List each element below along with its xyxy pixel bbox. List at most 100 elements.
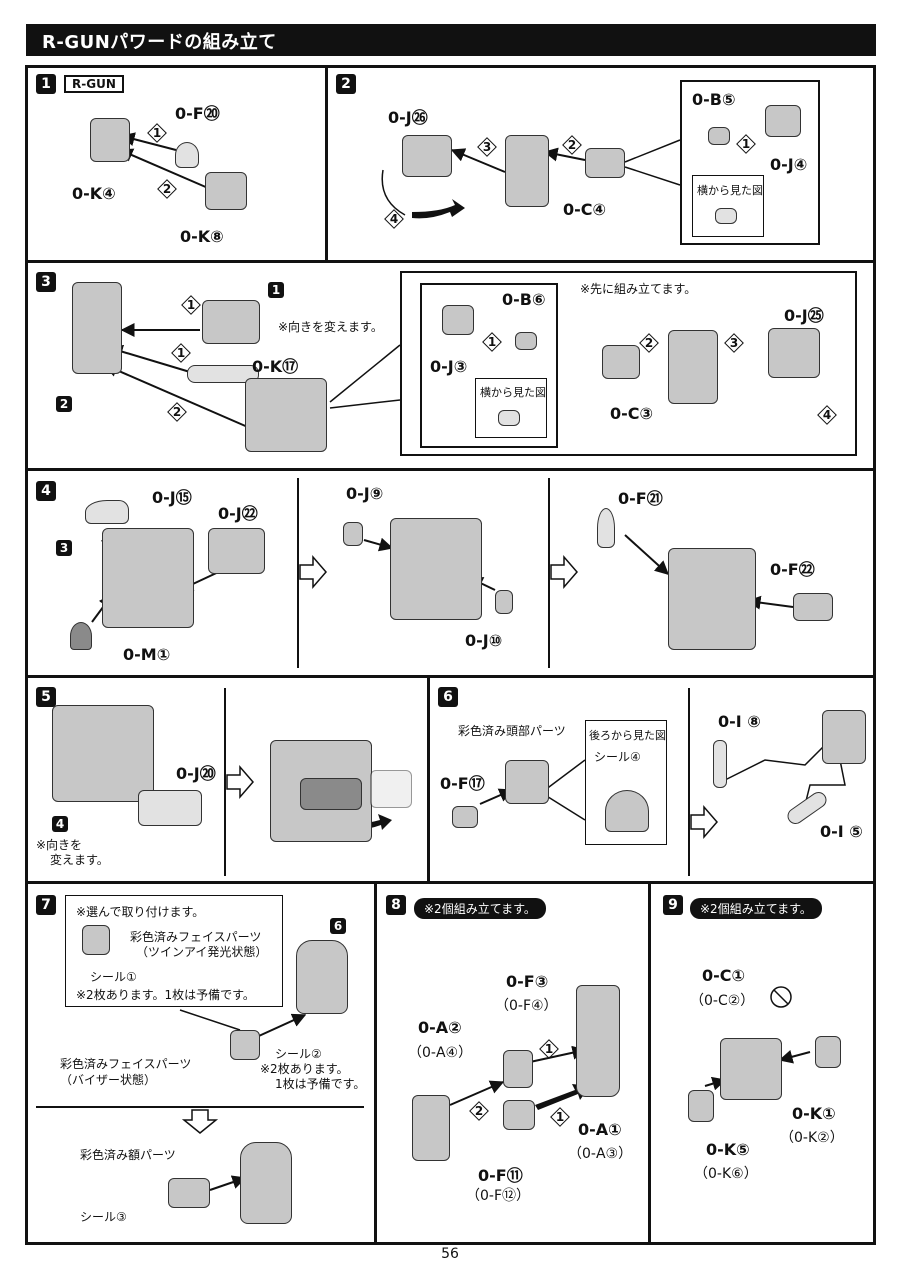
substep-divider xyxy=(224,688,226,876)
part-label: （0-F④） xyxy=(495,998,558,1014)
order-mark: 1 xyxy=(483,333,501,351)
part-shape xyxy=(343,522,363,546)
part-label: 0-J㉕ xyxy=(784,306,824,325)
face-part-label: 彩色済みフェイスパーツ xyxy=(130,930,262,944)
part-shape xyxy=(138,790,202,826)
part-shape xyxy=(300,778,362,810)
order-mark: 1 xyxy=(540,1040,558,1058)
part-shape xyxy=(688,1090,714,1122)
col-divider-row1 xyxy=(325,65,328,261)
instruction-frame xyxy=(25,65,876,1245)
part-label: 0-K⑧ xyxy=(180,227,224,246)
part-label: （0-A④） xyxy=(408,1045,473,1061)
part-label: （0-K⑥） xyxy=(694,1166,758,1182)
part-shape xyxy=(230,1030,260,1060)
part-label: 0-F⑳ xyxy=(175,104,220,123)
part-shape xyxy=(503,1100,535,1130)
step-number: 5 xyxy=(36,687,56,707)
step-ref: 2 xyxy=(56,396,72,412)
step-ref: 6 xyxy=(330,918,346,934)
part-shape xyxy=(90,118,130,162)
part-shape xyxy=(390,518,482,620)
part-label: 0-J㉒ xyxy=(218,504,258,523)
order-mark: 2 xyxy=(470,1102,488,1120)
row-divider-3 xyxy=(25,675,876,678)
side-view-box xyxy=(692,175,764,237)
substep-divider xyxy=(548,478,550,668)
part-label: （0-K②） xyxy=(780,1130,844,1146)
step-number: 7 xyxy=(36,895,56,915)
side-view-box xyxy=(475,378,547,438)
note-pill: ※2個組み立てます。 xyxy=(414,898,546,919)
col-divider-row5b xyxy=(648,881,651,1243)
step-ref: 3 xyxy=(56,540,72,556)
part-shape xyxy=(202,300,260,344)
part-shape xyxy=(208,528,265,574)
part-shape xyxy=(793,593,833,621)
part-label: 0-K⑤ xyxy=(706,1140,750,1159)
part-label: 0-C④ xyxy=(563,200,607,219)
part-shape xyxy=(713,740,727,788)
part-label: 0-I ⑧ xyxy=(718,712,761,731)
note-pill: ※2個組み立てます。 xyxy=(690,898,822,919)
part-label: 0-K⑰ xyxy=(252,357,299,376)
part-shape xyxy=(452,806,478,828)
part-shape xyxy=(576,985,620,1097)
note-first: ※先に組み立てます。 xyxy=(580,282,697,296)
part-label: 0-K④ xyxy=(72,184,116,203)
page-title: R-GUNパワードの組み立て xyxy=(42,32,277,53)
note-choose: ※選んで取り付けます。 xyxy=(76,905,205,919)
face-part-label: 彩色済みフェイスパーツ xyxy=(60,1057,192,1071)
spare-note: ※2枚あります。1枚は予備です。 xyxy=(76,988,255,1002)
part-label: 0-B⑥ xyxy=(502,290,546,309)
order-mark: 1 xyxy=(551,1108,569,1126)
part-shape xyxy=(85,500,129,524)
row-divider-2 xyxy=(25,468,876,471)
row-divider-4 xyxy=(25,881,876,884)
part-shape xyxy=(815,1036,841,1068)
part-label: 0-J㉖ xyxy=(388,108,428,127)
part-shape xyxy=(668,330,718,404)
part-shape xyxy=(515,332,537,350)
part-label: 0-C① xyxy=(702,966,746,985)
note-rotate: ※向きを変えます。 xyxy=(278,320,383,334)
row-divider-1 xyxy=(25,260,876,263)
order-mark: 1 xyxy=(148,124,166,142)
part-shape xyxy=(768,328,820,378)
part-label: 0-F③ xyxy=(506,972,549,991)
part-shape xyxy=(708,127,730,145)
part-label: 0-J④ xyxy=(770,155,808,174)
part-shape xyxy=(370,770,412,808)
part-shape xyxy=(102,528,194,628)
part-shape xyxy=(72,282,122,374)
part-label: （0-A③） xyxy=(568,1146,633,1162)
part-shape xyxy=(822,710,866,764)
part-shape xyxy=(187,365,259,383)
spare-note: 1枚は予備です。 xyxy=(275,1077,366,1091)
part-label: 0-J③ xyxy=(430,357,468,376)
part-label: 0-I ⑤ xyxy=(820,822,863,841)
part-label: 0-J⑩ xyxy=(465,631,503,650)
seal-label: シール② xyxy=(275,1047,322,1061)
step-number: 1 xyxy=(36,74,56,94)
part-shape xyxy=(498,410,520,426)
part-shape xyxy=(296,940,348,1014)
part-shape xyxy=(585,148,625,178)
part-label: 0-F⑪ xyxy=(478,1166,523,1185)
part-label: （0-C②） xyxy=(690,993,755,1009)
page-number: 56 xyxy=(441,1246,459,1262)
part-shape xyxy=(205,172,247,210)
order-mark: 2 xyxy=(168,403,186,421)
substep-divider-h xyxy=(36,1106,364,1108)
step-number: 8 xyxy=(386,895,406,915)
part-shape xyxy=(668,548,756,650)
part-shape xyxy=(505,760,549,804)
seal-label: シール④ xyxy=(594,750,641,764)
part-shape xyxy=(412,1095,450,1161)
part-shape xyxy=(52,705,154,802)
step-number: 4 xyxy=(36,481,56,501)
part-label: 0-A② xyxy=(418,1018,462,1037)
part-label: 0-B⑤ xyxy=(692,90,736,109)
model-tag: R-GUN xyxy=(64,75,124,93)
note-rotate: 変えます。 xyxy=(50,853,109,867)
